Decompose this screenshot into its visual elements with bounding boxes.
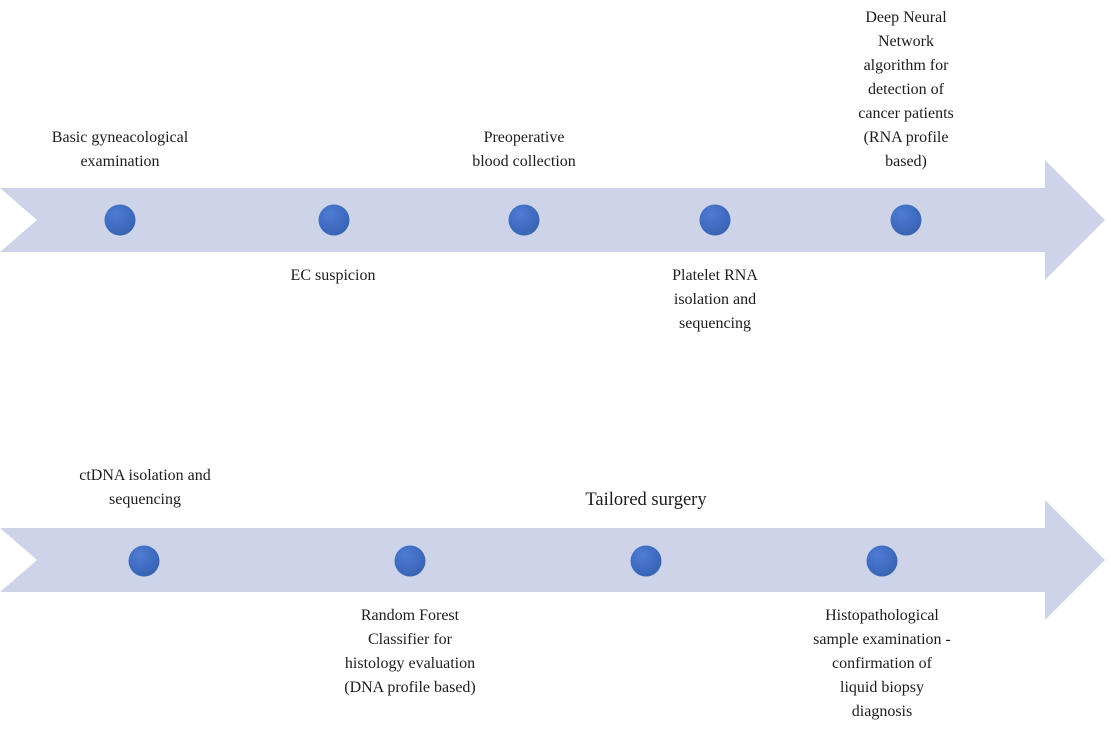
timeline-dot bbox=[104, 204, 136, 236]
timeline-arrow-top bbox=[0, 160, 1105, 280]
step-label-random-forest-classifier: Random Forest Classifier for histology e… bbox=[344, 607, 476, 696]
timeline-dot bbox=[128, 545, 160, 577]
timeline-arrow-bottom bbox=[0, 500, 1105, 620]
step-label-tailored-surgery: Tailored surgery bbox=[585, 490, 707, 510]
timeline-dot bbox=[508, 204, 540, 236]
timeline-dot bbox=[866, 545, 898, 577]
timeline-dot bbox=[699, 204, 731, 236]
timeline-dot bbox=[318, 204, 350, 236]
step-label-deep-neural-network: Deep Neural Network algorithm for detect… bbox=[858, 9, 954, 170]
step-label-platelet-rna-isolation: Platelet RNA isolation and sequencing bbox=[672, 267, 758, 332]
step-label-ec-suspicion: EC suspicion bbox=[290, 267, 376, 284]
step-label-ctdna-isolation: ctDNA isolation and sequencing bbox=[79, 467, 211, 508]
timeline-dot bbox=[630, 545, 662, 577]
timeline-dot bbox=[394, 545, 426, 577]
step-label-preoperative-blood-collection: Preoperative blood collection bbox=[472, 129, 576, 170]
step-label-histopathological-examination: Histopathological sample examination - c… bbox=[813, 607, 951, 720]
timeline-dot bbox=[890, 204, 922, 236]
step-label-basic-gyneacological-examination: Basic gyneacological examination bbox=[51, 129, 189, 170]
